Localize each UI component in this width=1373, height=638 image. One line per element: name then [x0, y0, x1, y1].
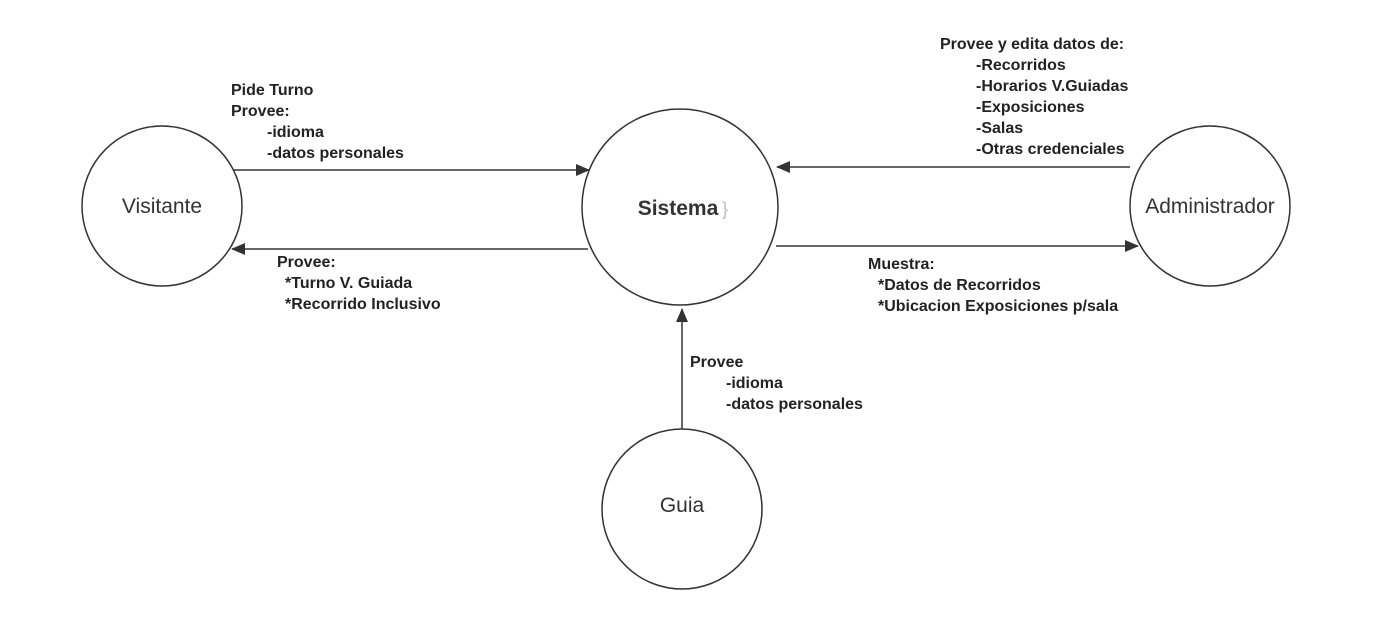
label-sistema-to-administrador: Muestra: *Datos de Recorridos *Ubicacion…	[868, 254, 1118, 317]
node-administrador: Administrador	[1129, 125, 1291, 287]
label-sistema-to-visitante: Provee: *Turno V. Guiada *Recorrido Incl…	[277, 252, 441, 315]
label-line: -datos personales	[726, 396, 863, 413]
node-sistema-label: Sistema	[638, 197, 719, 220]
label-line: -datos personales	[267, 145, 404, 162]
label-line: -idioma	[726, 375, 783, 392]
label-line: -Salas	[976, 120, 1024, 137]
label-line: *Recorrido Inclusivo	[285, 296, 441, 313]
label-line: -Otras credenciales	[976, 141, 1125, 158]
label-line: -Recorridos	[976, 57, 1066, 74]
node-sistema-mark: }	[722, 199, 728, 219]
label-line: Provee	[690, 354, 744, 371]
label-line: Provee y edita datos de:	[940, 36, 1125, 53]
label-guia-to-sistema: Provee -idioma -datos personales	[690, 352, 863, 415]
label-line: *Turno V. Guiada	[285, 275, 413, 292]
label-administrador-to-sistema: Provee y edita datos de: -Recorridos -Ho…	[940, 34, 1128, 160]
label-line: *Ubicacion Exposiciones p/sala	[878, 298, 1119, 315]
label-line: Provee:	[231, 103, 290, 120]
label-visitante-to-sistema: Pide Turno Provee: -idioma -datos person…	[231, 80, 404, 164]
label-line: -Horarios V.Guiadas	[976, 78, 1129, 95]
node-visitante-label: Visitante	[122, 195, 202, 218]
node-administrador-label: Administrador	[1145, 195, 1275, 218]
label-line: Pide Turno	[231, 82, 314, 99]
label-line: -Exposiciones	[976, 99, 1085, 116]
label-line: Muestra:	[868, 256, 935, 273]
node-guia-label: Guia	[660, 494, 705, 517]
label-line: Provee:	[277, 254, 336, 271]
label-line: -idioma	[267, 124, 324, 141]
node-visitante: Visitante	[81, 125, 243, 287]
node-guia: Guia	[601, 428, 763, 590]
label-line: *Datos de Recorridos	[878, 277, 1041, 294]
node-sistema: Sistema }	[581, 108, 779, 306]
